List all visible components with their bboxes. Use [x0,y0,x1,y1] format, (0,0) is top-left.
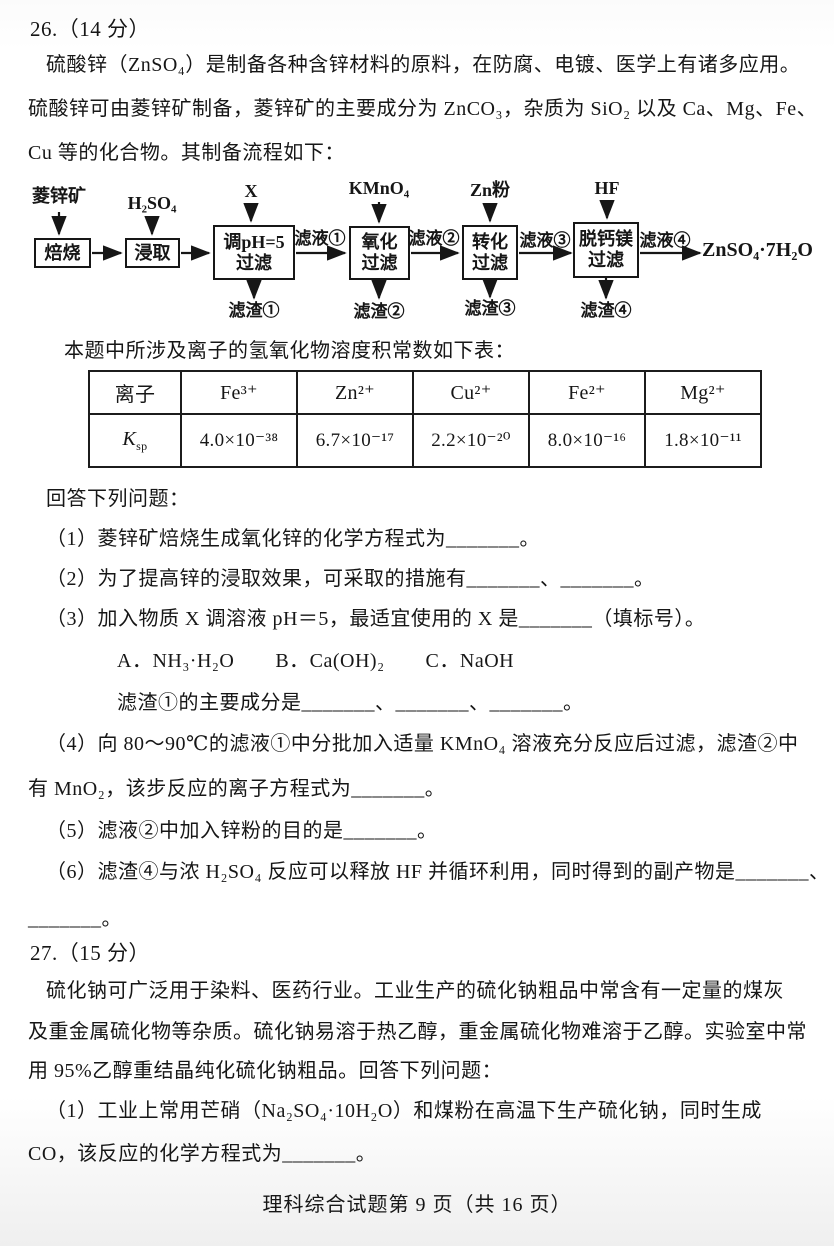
flow-arrows [51,199,702,300]
ksp-value-cell: 4.0×10⁻³⁸ [180,413,298,468]
q26-item-2: （2）为了提高锌的浸取效果，可采取的措施有_______、_______。 [46,568,655,590]
q26-item-6-line-2: _______。 [28,908,122,930]
flow-step-convert-filter: 转化 过滤 [462,225,518,280]
ksp-value-cell: 2.2×10⁻²⁰ [412,413,530,468]
ksp-symbol: K [122,427,137,450]
q27-number: 27.（15 分） [30,941,150,965]
q26-item-5: （5）滤液②中加入锌粉的目的是_______。 [46,820,438,842]
ksp-header-cell: Mg²⁺ [644,370,762,415]
flow-input-ore: 菱锌矿 [32,186,86,206]
flow-step-roast: 焙烧 [34,238,91,268]
ksp-row-label: Ksp [88,413,182,468]
q26-item-3-followup: 滤渣①的主要成分是_______、_______、_______。 [117,692,584,714]
ksp-table-intro: 本题中所涉及离子的氢氧化物溶度积常数如下表： [64,340,515,362]
flow-step-convert-line1: 转化 [472,231,508,252]
filtrate-2-label: 滤液② [408,229,460,248]
q26-item-6-line-1: （6）滤渣④与浓 H₂SO₄ 反应可以释放 HF 并循环利用，同时得到的副产物是… [46,861,830,883]
q26-answer-heading: 回答下列问题： [46,488,190,510]
ksp-header-row: 离子 Fe³⁺ Zn²⁺ Cu²⁺ Fe²⁺ Mg²⁺ [88,370,762,415]
flow-step-oxidize-filter: 氧化 过滤 [349,226,410,280]
flow-step-oxidize-line2: 过滤 [361,253,398,273]
filtrate-1-label: 滤液① [294,229,346,248]
q26-intro-line-3: Cu 等的化合物。其制备流程如下： [28,142,345,164]
ksp-header-cell: 离子 [88,370,182,415]
flow-step-remove-ca-mg-line1: 脱钙镁 [579,229,633,249]
q27-intro-line-2: 及重金属硫化物等杂质。硫化钠易溶于热乙醇，重金属硫化物难溶于乙醇。实验室中常 [28,1021,807,1043]
q27-intro-line-1: 硫化钠可广泛用于染料、医药行业。工业生产的硫化钠粗品中常含有一定量的煤灰 [46,980,784,1002]
flow-step-remove-ca-mg-filter: 脱钙镁 过滤 [573,222,639,278]
ksp-value-cell: 8.0×10⁻¹⁶ [528,413,646,468]
q27-item-1-line-1: （1）工业上常用芒硝（Na₂SO₄·10H₂O）和煤粉在高温下生产硫化钠，同时生… [46,1100,762,1122]
ksp-value-cell: 1.8×10⁻¹¹ [644,413,762,468]
ksp-header-cell: Cu²⁺ [412,370,530,415]
q26-number: 26.（14 分） [30,17,150,41]
filtrate-4-label: 滤液④ [639,231,691,250]
flow-step-leach-label: 浸取 [134,242,171,263]
ksp-header-cell: Fe³⁺ [180,370,298,415]
flow-step-oxidize-line1: 氧化 [361,232,398,252]
q26-item-3-options: A．NH₃·H₂O B．Ca(OH)₂ C．NaOH [117,650,515,672]
flow-input-x: X [244,181,258,201]
flow-step-adjust-ph-line2: 过滤 [236,252,272,273]
ksp-header-cell: Fe²⁺ [528,370,646,415]
page-footer: 理科综合试题第 9 页（共 16 页） [262,1194,572,1216]
flow-input-zn-powder: Zn粉 [469,180,511,200]
q26-item-1: （1）菱锌矿焙烧生成氧化锌的化学方程式为_______。 [46,528,540,550]
q26-item-4-line-2: 有 MnO₂，该步反应的离子方程式为_______。 [28,778,446,800]
flow-input-h2so4: H₂SO₄ [127,193,177,213]
q26-item-3: （3）加入物质 X 调溶液 pH＝5，最适宜使用的 X 是_______（填标号… [46,608,706,630]
ksp-table: 离子 Fe³⁺ Zn²⁺ Cu²⁺ Fe²⁺ Mg²⁺ Ksp 4.0×10⁻³… [88,370,762,468]
process-flow-diagram: 菱锌矿 H₂SO₄ X KMnO₄ Zn粉 HF 焙烧 浸取 调pH=5 过滤 … [0,172,834,336]
q27-item-1-line-2: CO，该反应的化学方程式为_______。 [28,1143,377,1165]
ksp-value-row: Ksp 4.0×10⁻³⁸ 6.7×10⁻¹⁷ 2.2×10⁻²⁰ 8.0×10… [88,413,762,468]
flow-input-hf: HF [594,178,620,198]
residue-4-label: 滤渣④ [580,301,632,320]
flow-step-roast-label: 焙烧 [44,242,81,263]
flow-step-adjust-ph-line1: 调pH=5 [223,231,285,252]
q26-item-4-line-1: （4）向 80～90℃的滤液①中分批加入适量 KMnO₄ 溶液充分反应后过滤，滤… [46,733,799,755]
residue-2-label: 滤渣② [353,302,405,321]
ksp-symbol-subscript: sp [136,438,148,453]
q27-intro-line-3: 用 95%乙醇重结晶纯化硫化钠粗品。回答下列问题： [28,1060,503,1082]
residue-1-label: 滤渣① [228,301,280,320]
ksp-header-cell: Zn²⁺ [296,370,414,415]
flow-step-adjust-ph-filter: 调pH=5 过滤 [213,225,295,280]
ksp-value-cell: 6.7×10⁻¹⁷ [296,413,414,468]
q26-intro-line-1: 硫酸锌（ZnSO₄）是制备各种含锌材料的原料，在防腐、电镀、医学上有诸多应用。 [46,54,801,76]
product-label: ZnSO₄·7H₂O [702,239,813,261]
flow-step-remove-ca-mg-line2: 过滤 [588,250,624,270]
filtrate-3-label: 滤液③ [519,231,571,250]
flow-input-kmno4: KMnO₄ [348,178,410,198]
flow-step-convert-line2: 过滤 [472,252,508,273]
flow-step-leach: 浸取 [125,238,180,268]
residue-3-label: 滤渣③ [464,299,516,318]
q26-intro-line-2: 硫酸锌可由菱锌矿制备，菱锌矿的主要成分为 ZnCO₃，杂质为 SiO₂ 以及 C… [28,98,818,120]
